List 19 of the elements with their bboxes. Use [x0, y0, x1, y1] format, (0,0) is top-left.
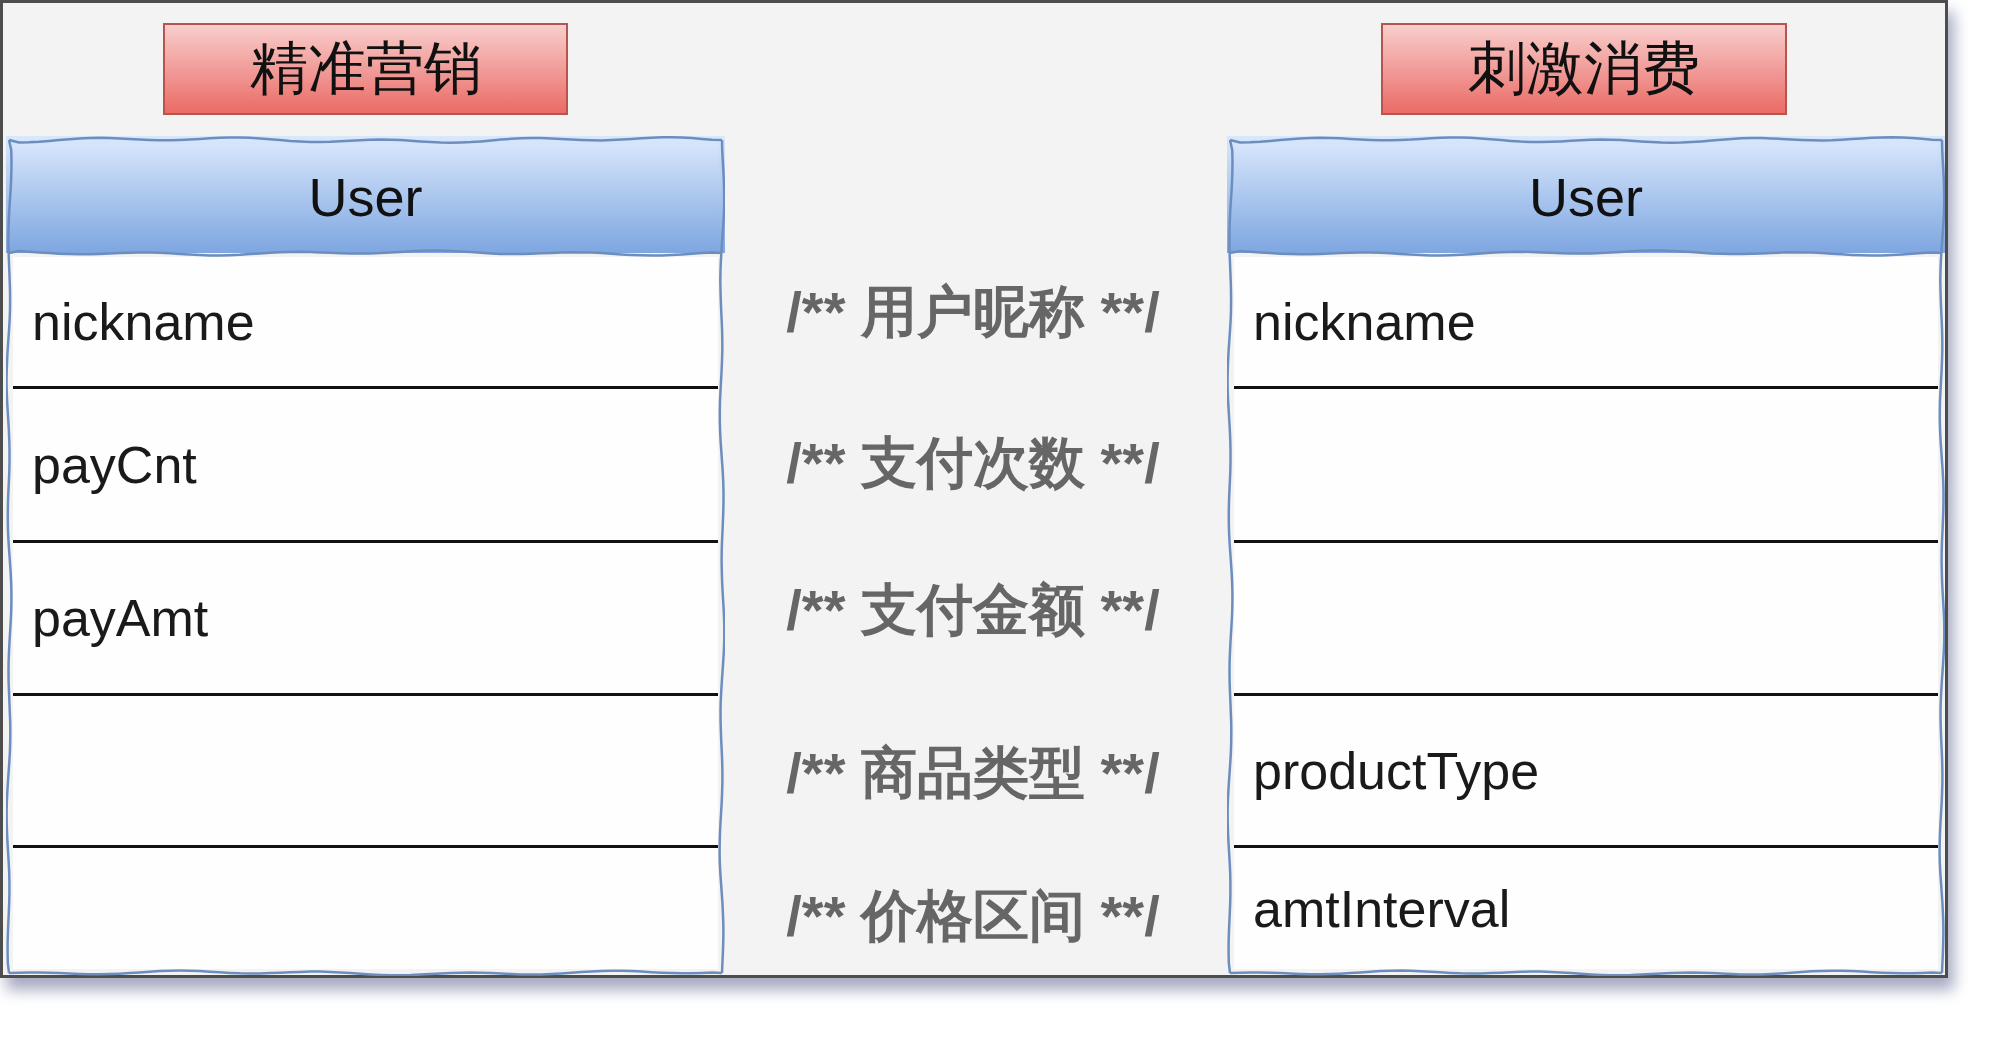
- class-table: [6, 136, 725, 976]
- comment-text: /** 支付次数 **/: [786, 430, 1160, 496]
- table-row: payCnt: [13, 386, 718, 540]
- title-box: 刺激消费: [1381, 23, 1787, 115]
- table-row: [13, 693, 718, 845]
- table-row: [1234, 386, 1938, 540]
- table-row: nickname: [13, 257, 718, 386]
- comment-text: /** 用户昵称 **/: [786, 279, 1160, 345]
- table-row: nickname: [1234, 257, 1938, 386]
- table-row: [13, 845, 718, 969]
- title-box: 精准营销: [163, 23, 568, 115]
- comment-text: /** 价格区间 **/: [786, 883, 1160, 949]
- table-row: payAmt: [13, 540, 718, 693]
- table-row: amtInterval: [1234, 845, 1938, 969]
- comment-text: /** 商品类型 **/: [786, 740, 1160, 806]
- table-row: [1234, 540, 1938, 693]
- comment-text: /** 支付金额 **/: [786, 577, 1160, 643]
- table-row: productType: [1234, 693, 1938, 845]
- class-table: [1227, 136, 1945, 976]
